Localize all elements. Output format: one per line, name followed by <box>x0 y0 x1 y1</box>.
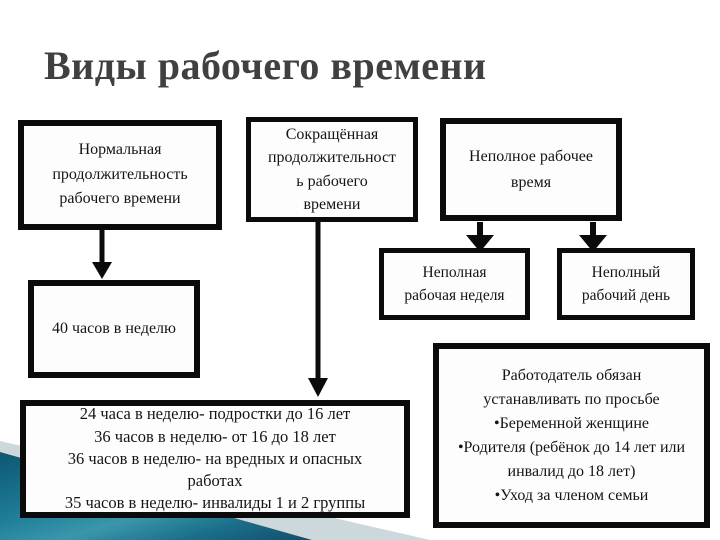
box-reduced-duration-text: Сокращённая продолжительност ь рабочего … <box>267 126 397 213</box>
arrow-reduced-down <box>308 222 328 397</box>
box-partweek-text: Неполная рабочая неделя <box>404 263 505 304</box>
box-employer-obligation-text: Работодатель обязан устанавливать по про… <box>457 366 686 504</box>
box-parttime-text: Неполное рабочее время <box>469 147 593 191</box>
box-reduced-duration: Сокращённая продолжительност ь рабочего … <box>246 117 418 222</box>
box-reduced-hours-details: 24 часа в неделю- подростки до 16 лет 36… <box>20 400 410 518</box>
box-employer-obligation: Работодатель обязан устанавливать по про… <box>433 343 710 528</box>
box-partweek: Неполная рабочая неделя <box>379 248 530 320</box>
arrow-normal-down <box>92 230 112 279</box>
box-40-hours: 40 часов в неделю <box>28 280 200 378</box>
box-40-hours-text: 40 часов в неделю <box>52 320 176 337</box>
box-reduced-hours-details-text: 24 часа в неделю- подростки до 16 лет 36… <box>64 404 366 513</box>
box-normal-duration: Нормальная продолжительность рабочего вр… <box>18 120 222 230</box>
slide-title: Виды рабочего времени <box>44 43 487 88</box>
box-partday-text: Неполный рабочий день <box>581 263 671 304</box>
box-parttime: Неполное рабочее время <box>440 118 622 221</box>
box-normal-duration-text: Нормальная продолжительность рабочего вр… <box>52 140 188 208</box>
box-partday: Неполный рабочий день <box>557 248 695 320</box>
